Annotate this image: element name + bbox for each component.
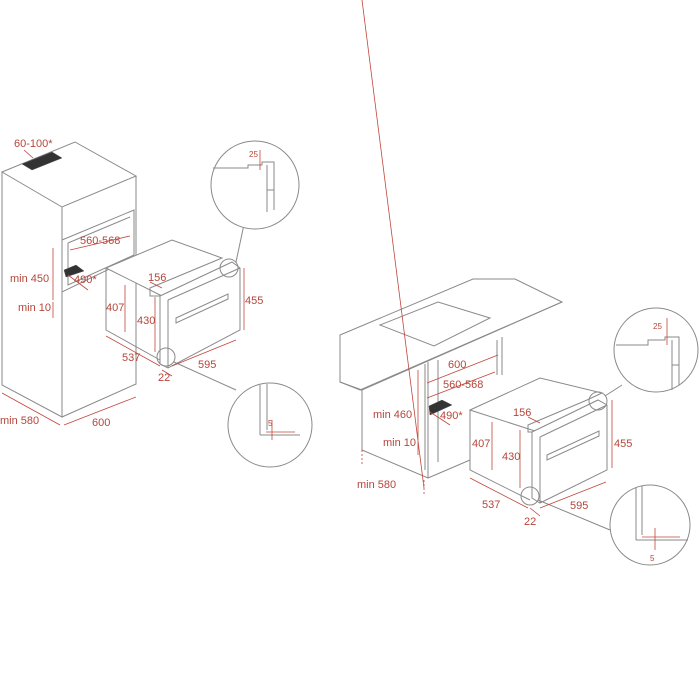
labels-right: 600 560-568 min 460 490* min 10 156 407 …	[357, 322, 662, 563]
vent-slot	[21, 151, 63, 171]
detail-marker-bottom	[520, 486, 540, 506]
label-oven-width: 595	[570, 500, 588, 512]
label-oven-depth: 537	[482, 499, 500, 511]
label-bottom-gap: min 10	[383, 437, 416, 449]
label-oven-body-height: 407	[472, 438, 490, 450]
base-cabinet	[361, 337, 503, 479]
oven-right	[468, 377, 623, 531]
label-oven-width: 595	[198, 359, 216, 371]
label-cabinet-depth: min 580	[357, 479, 396, 491]
label-detail-top-gap: 25	[653, 322, 662, 331]
label-bottom-gap: min 10	[18, 302, 51, 314]
tall-cabinet	[0, 141, 138, 418]
label-oven-top-step: 156	[148, 272, 166, 284]
oven-left	[104, 214, 247, 391]
label-oven-depth: 537	[122, 352, 140, 364]
label-oven-front-height: 455	[614, 438, 632, 450]
label-cabinet-width: 600	[92, 417, 110, 429]
label-vent-gap: 60-100*	[14, 138, 53, 150]
label-niche-width: 560-568	[443, 379, 483, 391]
detail-marker-bottom	[156, 347, 176, 367]
detail-circle-top-left	[210, 140, 300, 230]
labels-left: 60-100* 560-568 min 450 490* min 10 156 …	[0, 138, 273, 429]
label-oven-body-height: 407	[106, 302, 124, 314]
label-oven-inner-height: 430	[137, 315, 155, 327]
label-oven-top-step: 156	[513, 407, 531, 419]
label-niche-height: min 450	[10, 273, 49, 285]
label-vent-depth: 490*	[74, 274, 97, 286]
label-front-thickness: 22	[158, 372, 170, 384]
label-detail-bottom-gap: 5	[268, 419, 273, 428]
detail-marker-top	[219, 258, 239, 278]
label-vent-depth: 490*	[440, 410, 463, 422]
label-niche-height: min 460	[373, 409, 412, 421]
detail-circle-bottom-left	[227, 382, 313, 468]
niche-vent	[428, 399, 453, 416]
detail-circle-top-right	[613, 307, 699, 393]
label-oven-front-height: 455	[245, 295, 263, 307]
detail-marker-top	[588, 391, 608, 411]
label-detail-bottom-gap: 5	[650, 554, 655, 563]
dimension-lines-right	[361, 0, 613, 517]
label-oven-inner-height: 430	[502, 451, 520, 463]
label-front-thickness: 22	[524, 516, 536, 528]
niche-vent	[63, 264, 85, 278]
countertop	[339, 278, 564, 391]
dimension-lines-left	[1, 149, 245, 426]
label-niche-width: 560-568	[80, 235, 120, 247]
label-detail-top-gap: 25	[249, 150, 258, 159]
label-counter-width: 600	[448, 359, 466, 371]
detail-circle-bottom-right	[609, 484, 691, 566]
label-cabinet-depth: min 580	[0, 415, 39, 427]
